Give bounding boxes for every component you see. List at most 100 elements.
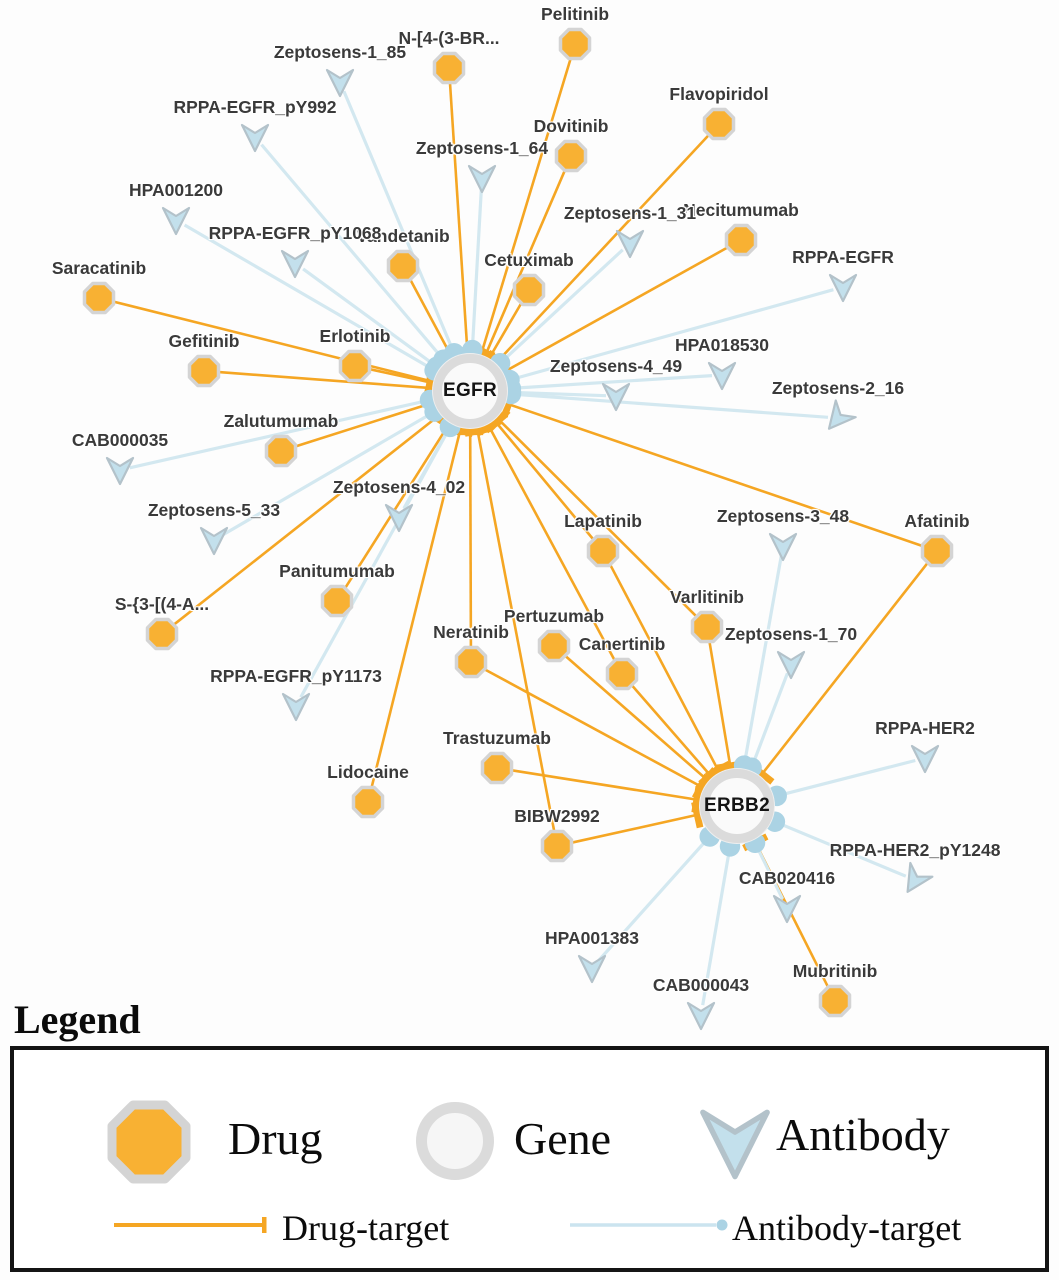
antibody-node[interactable] (599, 380, 633, 412)
drug-octagon-icon (454, 645, 488, 679)
antibody-node[interactable] (279, 690, 313, 722)
edge-antibody-target (299, 416, 461, 698)
drug-octagon-icon (724, 223, 758, 257)
drug-node[interactable] (187, 354, 221, 388)
antibody-node[interactable] (898, 861, 934, 896)
node-label: Zeptosens-3_48 (716, 506, 850, 526)
drug-node[interactable] (690, 610, 724, 644)
edge-drug-target (564, 654, 718, 792)
drug-node[interactable] (724, 223, 758, 257)
legend-gene-label: Gene (514, 1113, 612, 1164)
node-label: CAB020416 (738, 868, 836, 888)
node-label: Zeptosens-4_49 (549, 356, 683, 376)
antibody-node[interactable] (908, 742, 942, 774)
gene-icon (416, 1102, 494, 1180)
antibody-icon (693, 1102, 777, 1187)
gene-node[interactable]: EGFR (433, 354, 507, 428)
drug-node[interactable] (480, 751, 514, 785)
edge-antibody-target (183, 223, 445, 381)
edge-drug-target (496, 246, 729, 385)
drug-node[interactable] (432, 51, 466, 85)
antibody-chevron-icon (828, 273, 858, 303)
drug-node[interactable] (818, 984, 852, 1018)
drug-node[interactable] (540, 829, 574, 863)
gene-label: ERBB2 (704, 795, 770, 816)
edge-drug-target (464, 425, 556, 832)
drug-node[interactable] (586, 534, 620, 568)
antibody-node[interactable] (770, 892, 804, 924)
antibody-chevron-icon (768, 532, 798, 562)
gene-node[interactable]: ERBB2 (700, 769, 774, 843)
antibody-node[interactable] (766, 530, 800, 562)
antibody-node[interactable] (821, 399, 857, 434)
drug-node[interactable] (264, 434, 298, 468)
drug-node[interactable] (605, 657, 639, 691)
antibody-node[interactable] (278, 247, 312, 279)
antibody-node[interactable] (774, 648, 808, 680)
antibody-chevron-icon (615, 229, 645, 259)
antibody-chevron-icon (199, 526, 229, 556)
drug-octagon-icon (320, 584, 354, 618)
edge-antibody-target (499, 288, 834, 391)
drug-node[interactable] (145, 617, 179, 651)
node-label: Afatinib (904, 511, 970, 531)
antibody-node[interactable] (197, 524, 231, 556)
node-label: HPA001200 (128, 180, 224, 200)
drug-node[interactable] (554, 139, 588, 173)
node-label: Dovitinib (533, 116, 609, 136)
antibody-node[interactable] (705, 359, 739, 391)
drug-node[interactable] (338, 349, 372, 383)
node-label: Zeptosens-1_64 (415, 138, 549, 158)
edge-drug-target (408, 278, 464, 365)
node-label: Flavopiridol (669, 84, 769, 104)
edge-drug-target (343, 415, 462, 589)
edge-drug-target (511, 769, 703, 814)
antibody-node[interactable] (465, 162, 499, 194)
antibody-node[interactable] (238, 121, 272, 153)
drug-node[interactable] (558, 27, 592, 61)
edge-drug-target (608, 563, 732, 779)
drug-node[interactable] (386, 249, 420, 283)
antibody-chevron-icon (105, 456, 135, 486)
edge-antibody-target (500, 374, 713, 399)
legend-antibody-target-label: Antibody-target (732, 1208, 962, 1248)
edge-drug-target (708, 641, 744, 772)
antibody-chevron-icon (325, 68, 355, 98)
node-label: Zeptosens-1_70 (724, 624, 858, 644)
antibody-chevron-icon (910, 744, 940, 774)
antibody-chevron-icon (601, 382, 631, 412)
edge-drug-target (486, 134, 710, 373)
node-label: Lapatinib (564, 511, 642, 531)
gene-label: EGFR (443, 380, 497, 401)
edge-antibody-target (733, 555, 783, 776)
antibody-chevron-icon (281, 692, 311, 722)
drug-node[interactable] (537, 629, 571, 663)
antibody-node[interactable] (684, 999, 718, 1031)
node-label: Necitumumab (683, 200, 799, 220)
antibody-node[interactable] (103, 454, 137, 486)
drug-node[interactable] (512, 273, 546, 307)
drug-node[interactable] (351, 785, 385, 819)
antibody-node[interactable] (826, 271, 860, 303)
antibody-node[interactable] (159, 204, 193, 236)
edge-antibody-target (597, 826, 720, 962)
drug-octagon-icon (187, 354, 221, 388)
antibody-node[interactable] (575, 952, 609, 984)
edge-drug-target (448, 82, 481, 355)
node-label: Erlotinib (319, 326, 391, 346)
drug-node[interactable] (320, 584, 354, 618)
drug-node[interactable] (702, 107, 736, 141)
antibody-chevron-icon (280, 249, 310, 279)
node-label: Cetuximab (484, 250, 574, 270)
antibody-node[interactable] (382, 501, 416, 533)
edge-drug-target (483, 667, 711, 800)
antibody-node[interactable] (323, 66, 357, 98)
node-label: Panitumumab (279, 561, 395, 581)
edge-antibody-target (129, 389, 441, 470)
drug-node[interactable] (82, 281, 116, 315)
drug-node[interactable] (454, 645, 488, 679)
drug-octagon-icon (537, 629, 571, 663)
edge-antibody-target (489, 248, 624, 374)
drug-node[interactable] (920, 534, 954, 568)
antibody-node[interactable] (613, 227, 647, 259)
